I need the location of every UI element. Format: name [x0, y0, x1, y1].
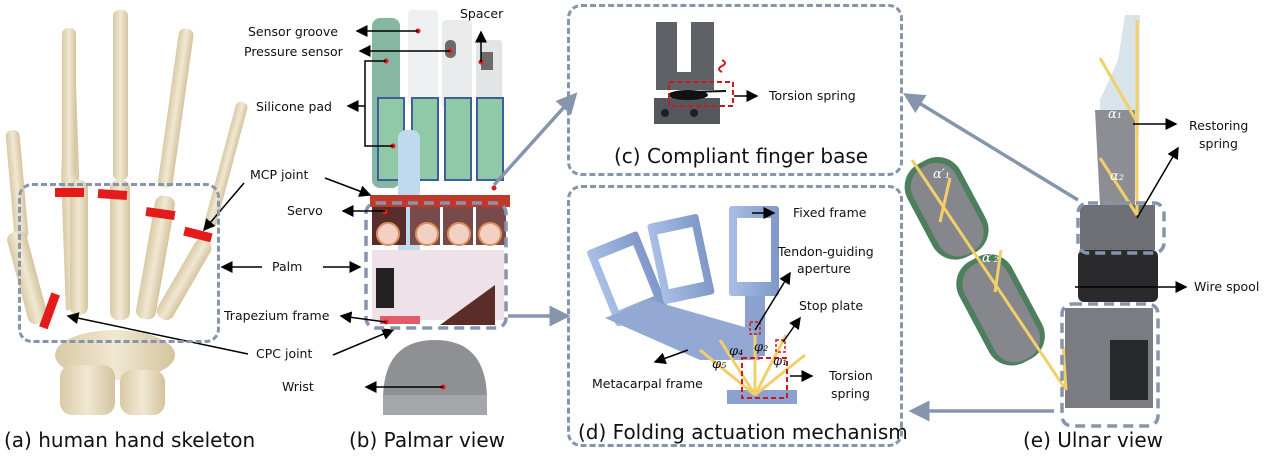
angle-phi-4: φ₄: [729, 344, 744, 359]
panel-c-frame: [567, 4, 903, 176]
joint-marker: [183, 226, 213, 243]
label-torsion-spring-c: Torsion spring: [769, 88, 856, 103]
label-restoring-spring-1: Restoring: [1189, 118, 1249, 133]
finger-base-illustration: [654, 22, 734, 124]
palmar-view-illustration: [370, 10, 510, 415]
caption-panel-c: (c) Compliant finger base: [614, 144, 869, 168]
label-metacarpal-frame: Metacarpal frame: [592, 376, 703, 391]
caption-panel-a: (a) human hand skeleton: [4, 428, 256, 452]
angle-alpha-2: α₂: [1110, 169, 1124, 184]
angle-alpha-prime-1: α′₁: [933, 167, 950, 182]
caption-panel-d: (d) Folding actuation mechanism: [578, 420, 908, 444]
label-mcp-joint: MCP joint: [250, 167, 309, 182]
ulnar-view-illustration: [904, 15, 1158, 408]
panel-d-frame: [567, 185, 903, 447]
label-silicone-pad: Silicone pad: [256, 99, 332, 114]
folding-mechanism-illustration: [587, 206, 806, 404]
label-palm: Palm: [272, 259, 303, 274]
joint-marker: [97, 189, 128, 201]
label-cpc-joint: CPC joint: [256, 346, 313, 361]
caption-panel-e: (e) Ulnar view: [1023, 428, 1164, 452]
joint-marker: [55, 188, 84, 197]
angle-phi-5: φ₅: [712, 357, 727, 372]
callout-dots: [382, 28, 497, 390]
label-wrist: Wrist: [282, 379, 314, 394]
angle-alpha-prime-3: α′₃: [1041, 342, 1058, 357]
label-spacer: Spacer: [460, 6, 504, 21]
label-restoring-spring-2: spring: [1199, 136, 1238, 151]
angle-alpha-prime-2: α′₂: [982, 251, 999, 266]
label-servo: Servo: [287, 203, 323, 218]
label-pressure-sensor: Pressure sensor: [244, 44, 343, 59]
angle-alpha-1: α₁: [1108, 107, 1122, 122]
label-wire-spool: Wire spool: [1194, 279, 1260, 294]
label-torsion-spring-d-1: Torsion: [829, 368, 873, 383]
angle-phi-1: φ₁: [773, 354, 788, 369]
caption-panel-b: (b) Palmar view: [349, 428, 506, 452]
label-torsion-spring-d-2: spring: [831, 386, 870, 401]
joint-marker: [39, 292, 60, 330]
label-tendon-guiding-2: aperture: [797, 261, 851, 276]
joint-markers: [39, 188, 213, 330]
label-sensor-groove: Sensor groove: [248, 24, 339, 39]
label-fixed-frame: Fixed frame: [793, 205, 867, 220]
palm-region-frame-a: [18, 183, 220, 343]
angle-phi-2: φ₂: [754, 340, 769, 355]
label-stop-plate: Stop plate: [799, 298, 864, 313]
joint-marker: [145, 207, 176, 221]
label-trapezium-frame: Trapezium frame: [224, 308, 330, 323]
label-tendon-guiding-1: Tendon-guiding: [778, 244, 874, 259]
